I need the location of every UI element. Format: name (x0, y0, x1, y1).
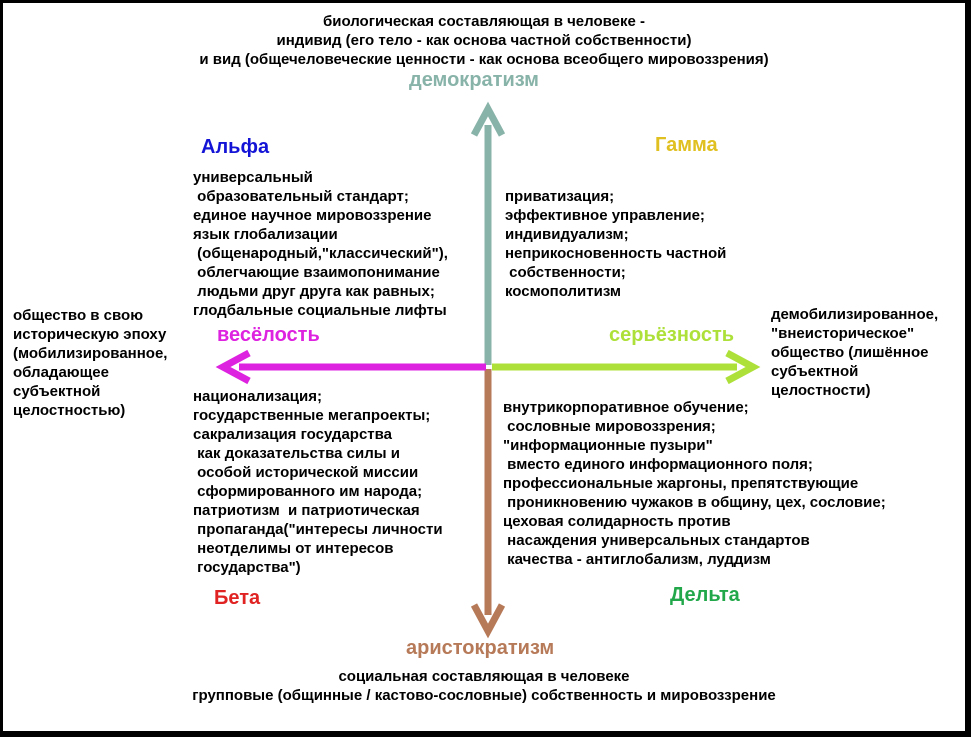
text-line: целостностью) (13, 402, 126, 419)
text-line: цеховая солидарность против (503, 513, 731, 530)
text-line: образовательный стандарт; (193, 188, 409, 205)
axis-down-head (470, 603, 506, 639)
text-line: собственности; (505, 264, 626, 281)
pole-right: серьёзность (609, 324, 735, 346)
text-line: неотделимы от интересов (193, 540, 394, 557)
text-line: историческую эпоху (13, 326, 167, 343)
text-line: (мобилизированное, (13, 345, 168, 362)
text-line: внутрикорпоративное обучение; (503, 399, 749, 416)
quadrant-text-gamma: приватизация; эффективное управление; ин… (505, 187, 726, 301)
quadrant-title-delta: Дельта (670, 584, 740, 606)
top-header-line: биологическая составляющая в человеке - (322, 13, 646, 30)
diagram-canvas: биологическая составляющая в человеке - … (3, 3, 965, 731)
text-line: государственные мегапроекты; (193, 407, 431, 424)
text-line: государства") (193, 559, 301, 576)
text-line: эффективное управление; (505, 207, 705, 224)
axis-right-head (725, 349, 761, 385)
text-line: субъектной (13, 383, 101, 400)
quadrant-text-delta: внутрикорпоративное обучение; сословные … (503, 398, 886, 569)
axis-left-head (215, 349, 251, 385)
text-line: целостности) (771, 382, 871, 399)
text-line: неприкосновенность частной (505, 245, 727, 262)
quadrant-text-alpha: универсальный образовательный стандарт; … (193, 168, 448, 320)
text-line: обладающее (13, 364, 109, 381)
text-line: как доказательства силы и (193, 445, 400, 462)
text-line: качества - антиглобализм, луддизм (503, 551, 771, 568)
top-header: биологическая составляющая в человеке - … (3, 12, 965, 69)
pole-top: демократизм (409, 69, 539, 91)
text-line: "внеисторическое" (771, 325, 915, 342)
text-line: субъектной (771, 363, 859, 380)
text-line: профессиональные жаргоны, препятствующие (503, 475, 859, 492)
axes (215, 101, 761, 639)
side-text-right: демобилизированное, "внеисторическое" об… (771, 305, 938, 400)
text-line: сакрализация государства (193, 426, 392, 443)
text-line: индивидуализм; (505, 226, 629, 243)
text-line: (общенародный,"классический"), (193, 245, 448, 262)
text-line: проникновению чужаков в общину, цех, сос… (503, 494, 886, 511)
bottom-footer-line: групповые (общинные / кастово-сословные)… (192, 687, 776, 704)
text-line: общество в свою (13, 307, 143, 324)
text-line: национализация; (193, 388, 322, 405)
quadrant-text-beta: национализация; государственные мегапрое… (193, 387, 443, 577)
quadrant-title-gamma: Гамма (655, 134, 718, 156)
text-line: космополитизм (505, 283, 622, 300)
text-line: сословные мировоззрения; (503, 418, 716, 435)
text-line: универсальный (193, 169, 313, 186)
text-line: сформированного им народа; (193, 483, 423, 500)
text-line: облегчающие взаимопонимание (193, 264, 440, 281)
text-line: глодбальные социальные лифты (193, 302, 447, 319)
text-line: пропаганда("интересы личности (193, 521, 443, 538)
axis-up-head (470, 101, 506, 137)
text-line: вместо единого информационного поля; (503, 456, 813, 473)
text-line: "информационные пузыри" (503, 437, 713, 454)
text-line: общество (лишённое (771, 344, 929, 361)
pole-left: весёлость (217, 324, 320, 346)
bottom-footer-line: социальная составляющая в человеке (338, 668, 630, 685)
pole-bottom: аристократизм (406, 637, 555, 659)
text-line: демобилизированное, (771, 306, 939, 323)
side-text-left: общество в свою историческую эпоху (моби… (13, 306, 167, 420)
quadrant-title-alpha: Альфа (201, 136, 270, 158)
text-line: особой исторической миссии (193, 464, 419, 481)
top-header-line: и вид (общечеловеческие ценности - как о… (199, 51, 769, 68)
top-header-line: индивид (его тело - как основа частной с… (276, 32, 692, 49)
text-line: приватизация; (505, 188, 615, 205)
text-line: насаждения универсальных стандартов (503, 532, 810, 549)
text-line: людьми друг друга как равных; (193, 283, 435, 300)
text-line: язык глобализации (193, 226, 338, 243)
text-line: патриотизм и патриотическая (193, 502, 420, 519)
bottom-footer: социальная составляющая в человеке групп… (3, 667, 965, 705)
text-line: единое научное мировоззрение (193, 207, 432, 224)
quadrant-title-beta: Бета (214, 587, 261, 609)
